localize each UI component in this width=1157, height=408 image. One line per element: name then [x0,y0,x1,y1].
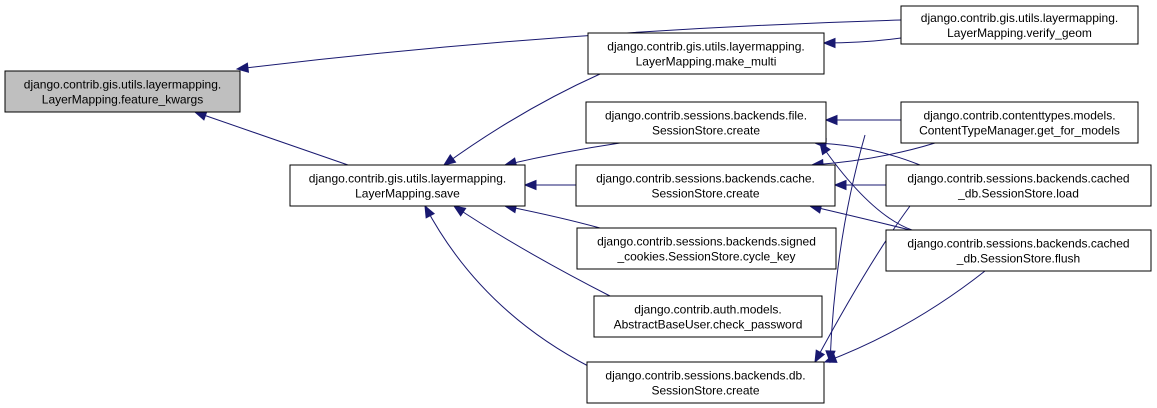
node-label-line: django.contrib.sessions.backends.cached [907,237,1129,251]
node-box[interactable] [885,229,1152,272]
node-label-line: django.contrib.sessions.backends.cache. [596,172,815,186]
node-file-create[interactable]: django.contrib.sessions.backends.file.Se… [585,101,827,144]
node-box[interactable] [885,164,1152,207]
arrowhead [235,62,250,73]
edge-line [824,270,986,363]
arrowhead [442,154,457,166]
node-label-line: LayerMapping.make_multi [636,55,777,69]
edge-check_password-to-save [452,205,611,297]
edge-line [504,142,621,166]
edge-line [443,73,601,166]
edge-cache_create-to-save [523,179,577,191]
edge-line [811,142,936,166]
edge-db_create-to-save [424,204,591,368]
node-label-line: SessionStore.create [651,187,759,201]
edge-cached_load-to-db_create [814,205,911,364]
node-box[interactable] [575,164,836,207]
node-label-line: ContentTypeManager.get_for_models [919,124,1120,138]
node-get-for-models[interactable]: django.contrib.contenttypes.models.Conte… [900,101,1139,144]
node-feature-kwargs[interactable]: django.contrib.gis.utils.layermapping.La… [4,70,241,113]
node-box[interactable] [900,5,1139,45]
arrowhead [523,179,537,191]
node-label-line: django.contrib.sessions.backends.db. [605,369,805,383]
node-label-line: django.contrib.gis.utils.layermapping. [24,78,221,92]
node-label-line: LayerMapping.verify_geom [947,26,1092,40]
node-box[interactable] [900,101,1139,144]
node-label-line: LayerMapping.feature_kwargs [42,93,203,107]
node-label-line: django.contrib.sessions.backends.signed [597,235,816,249]
edge-line [829,134,866,363]
edge-save-to-feature_kwargs [193,110,349,166]
arrowhead [822,37,836,49]
edge-cached_flush-to-file_create [819,141,913,231]
edge-line [814,142,921,166]
arrowhead [424,204,436,219]
edge-line [819,142,913,231]
node-box[interactable] [4,70,241,113]
edge-line [504,205,601,229]
edge-cached_flush-to-db_create [823,270,986,363]
edge-cached_load-to-cache_create [833,179,887,191]
node-label-line: django.contrib.gis.utils.layermapping. [607,40,804,54]
node-cycle-key[interactable]: django.contrib.sessions.backends.signed_… [576,227,837,270]
node-verify-geom[interactable]: django.contrib.gis.utils.layermapping.La… [900,5,1139,45]
edge-line [424,205,591,368]
node-label-line: django.contrib.sessions.backends.file. [605,109,807,123]
node-label-line: LayerMapping.save [355,187,460,201]
node-save[interactable]: django.contrib.gis.utils.layermapping.La… [289,164,526,207]
node-box[interactable] [593,295,823,338]
edge-make_multi-to-save [442,73,601,166]
node-label-line: django.contrib.sessions.backends.cached [907,172,1129,186]
nodes-layer: django.contrib.gis.utils.layermapping.La… [4,5,1152,404]
node-box[interactable] [585,101,827,144]
arrowhead [819,141,831,156]
node-cached-flush[interactable]: django.contrib.sessions.backends.cached_… [885,229,1152,272]
node-label-line: django.contrib.contenttypes.models. [923,109,1115,123]
node-label-line: SessionStore.create [652,124,760,138]
edge-get_for_models-to-file_create [824,114,901,126]
arrowhead [824,114,838,126]
node-check-password[interactable]: django.contrib.auth.models.AbstractBaseU… [593,295,823,338]
node-box[interactable] [289,164,526,207]
edge-line [814,205,911,363]
edge-line [823,37,902,44]
node-make-multi[interactable]: django.contrib.gis.utils.layermapping.La… [587,32,825,75]
node-box[interactable] [587,32,825,75]
edge-cached_flush-to-cache_create [808,203,911,231]
node-label-line: django.contrib.gis.utils.layermapping. [309,172,506,186]
arrowhead [814,349,826,364]
arrowhead [833,179,847,191]
edge-verify_geom-to-feature_kwargs [235,19,902,73]
edge-get_for_models-to-db_create [825,134,866,364]
node-label-line: SessionStore.create [651,384,759,398]
node-label-line: _db.SessionStore.flush [956,252,1080,266]
node-db-create[interactable]: django.contrib.sessions.backends.db.Sess… [586,361,825,404]
node-box[interactable] [576,227,837,270]
edge-line [453,205,611,297]
node-label-line: django.contrib.auth.models. [634,303,781,317]
node-box[interactable] [586,361,825,404]
edge-verify_geom-to-make_multi [822,37,902,49]
arrowhead [452,205,467,217]
node-cache-create[interactable]: django.contrib.sessions.backends.cache.S… [575,164,836,207]
edge-line [236,19,902,70]
arrowhead [825,350,836,364]
arrowhead [193,110,208,121]
node-cached-load[interactable]: django.contrib.sessions.backends.cached_… [885,164,1152,207]
edge-line [194,111,349,166]
node-label-line: _db.SessionStore.load [957,187,1079,201]
node-label-line: _cookies.SessionStore.cycle_key [616,250,795,264]
edge-file_create-to-save [503,142,621,168]
node-label-line: AbstractBaseUser.check_password [614,318,803,332]
node-label-line: django.contrib.gis.utils.layermapping. [921,11,1118,25]
edge-line [809,205,911,231]
edge-cycle_key-to-save [503,203,601,229]
